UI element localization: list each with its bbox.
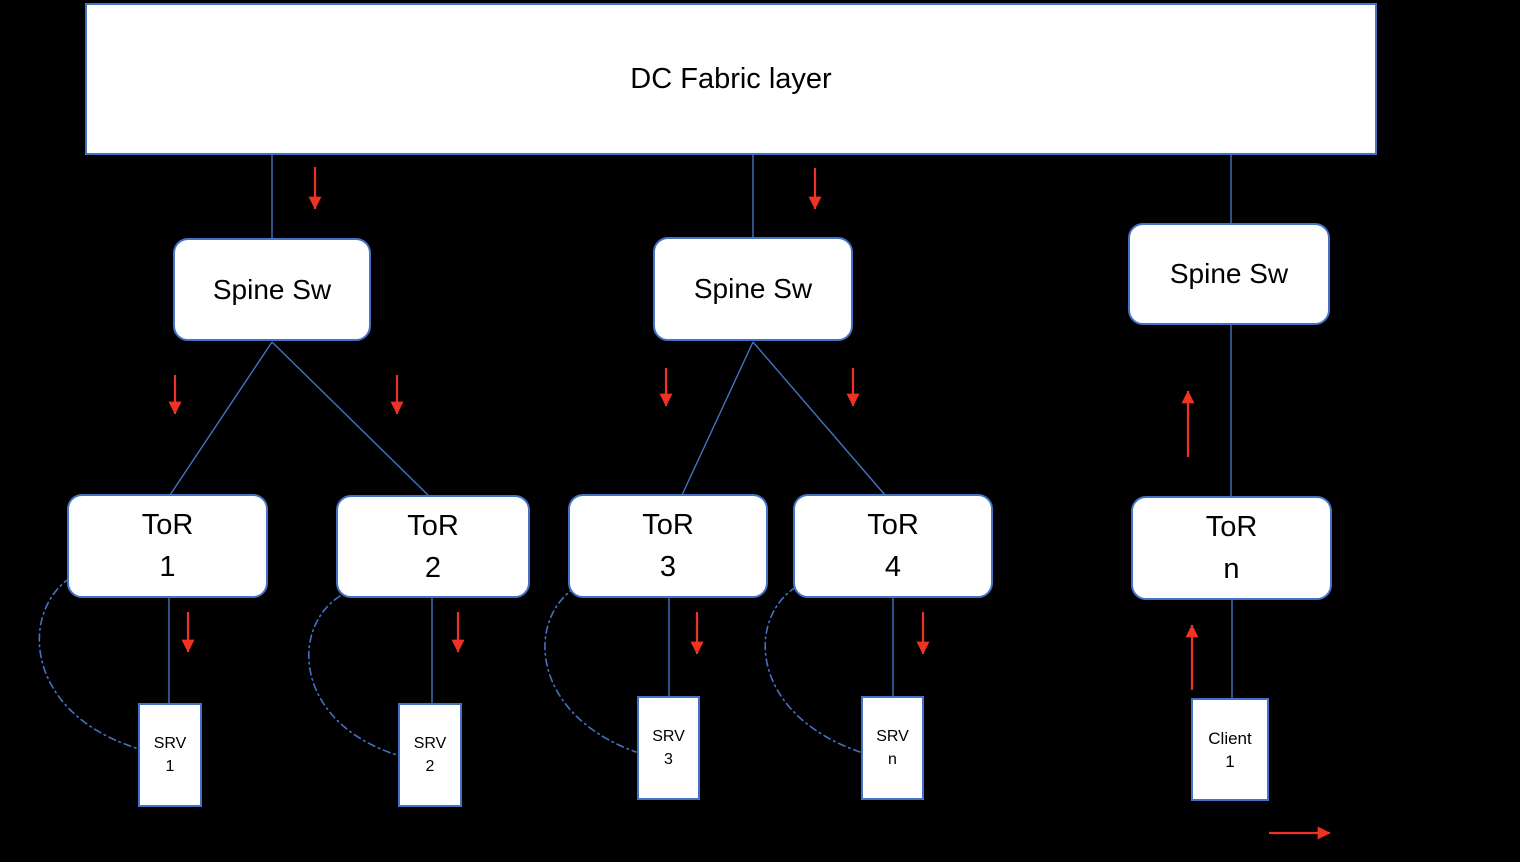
tor-3-box: ToR 3 <box>568 494 768 598</box>
client-1-label-line1: Client <box>1208 728 1252 748</box>
server-3-box: SRV 3 <box>637 696 700 800</box>
server-n-box: SRV n <box>861 696 924 800</box>
server-1-box: SRV 1 <box>138 703 202 807</box>
spine-switch-2-label: Spine Sw <box>693 273 813 304</box>
server-1-label-line2: 1 <box>165 758 175 775</box>
server-n-label-line1: SRV <box>876 728 909 745</box>
tor-n-box: ToR n <box>1131 496 1332 600</box>
spine-switch-1-box: Spine Sw <box>173 238 371 341</box>
tor-2-label-line2: 2 <box>424 551 442 584</box>
link-spine1-tor1 <box>169 341 273 496</box>
traffic-flow-arrows <box>168 167 1331 840</box>
spine-switch-1-label: Spine Sw <box>212 273 332 305</box>
tor-2-box: ToR 2 <box>336 495 530 598</box>
tor-to-server-links <box>168 597 1233 704</box>
tor-1-label-line1: ToR <box>141 509 194 541</box>
tor-n-label-line1: ToR <box>1205 511 1258 543</box>
tor-3-label-line2: 3 <box>659 551 677 583</box>
server-2-label-line2: 2 <box>425 758 435 775</box>
spine-switch-n-label: Spine Sw <box>1169 258 1289 289</box>
server-n-label-line2: n <box>888 751 897 768</box>
loop-curve-tor3-srv3 <box>544 586 637 753</box>
tor-1-box: ToR 1 <box>67 494 268 598</box>
tor-loopback-dashed-curves <box>38 577 861 756</box>
tor-2-label-line1: ToR <box>407 509 459 542</box>
spine-to-tor-links <box>169 325 1232 496</box>
server-3-label-line2: 3 <box>664 751 673 768</box>
tor-n-label-line2: n <box>1223 553 1240 585</box>
fabric-to-spine-links <box>271 155 1232 238</box>
server-1-label-line1: SRV <box>153 735 187 752</box>
spine-switch-2-box: Spine Sw <box>653 237 853 341</box>
server-2-label-line1: SRV <box>413 735 447 752</box>
dc-fabric-layer-box: DC Fabric layer <box>85 3 1377 155</box>
tor-4-box: ToR 4 <box>793 494 993 598</box>
loop-curve-tor1-srv1 <box>38 577 137 749</box>
loop-curve-tor2-srv2 <box>308 595 398 756</box>
tor-3-label-line1: ToR <box>642 509 694 541</box>
loop-curve-tor4-srvn <box>764 586 861 753</box>
server-3-label-line1: SRV <box>652 728 685 745</box>
tor-1-label-line2: 1 <box>159 551 176 583</box>
client-1-box: Client 1 <box>1191 698 1269 801</box>
tor-4-label-line2: 4 <box>884 551 902 583</box>
link-spine2-tor4 <box>752 341 886 496</box>
link-spine2-tor3 <box>681 341 754 496</box>
dc-fabric-layer-label: DC Fabric layer <box>630 62 832 95</box>
spine-switch-n-box: Spine Sw <box>1128 223 1330 325</box>
server-2-box: SRV 2 <box>398 703 462 807</box>
tor-4-label-line1: ToR <box>867 509 919 541</box>
link-spine1-tor2 <box>271 341 429 496</box>
client-1-label-line2: 1 <box>1225 751 1235 771</box>
